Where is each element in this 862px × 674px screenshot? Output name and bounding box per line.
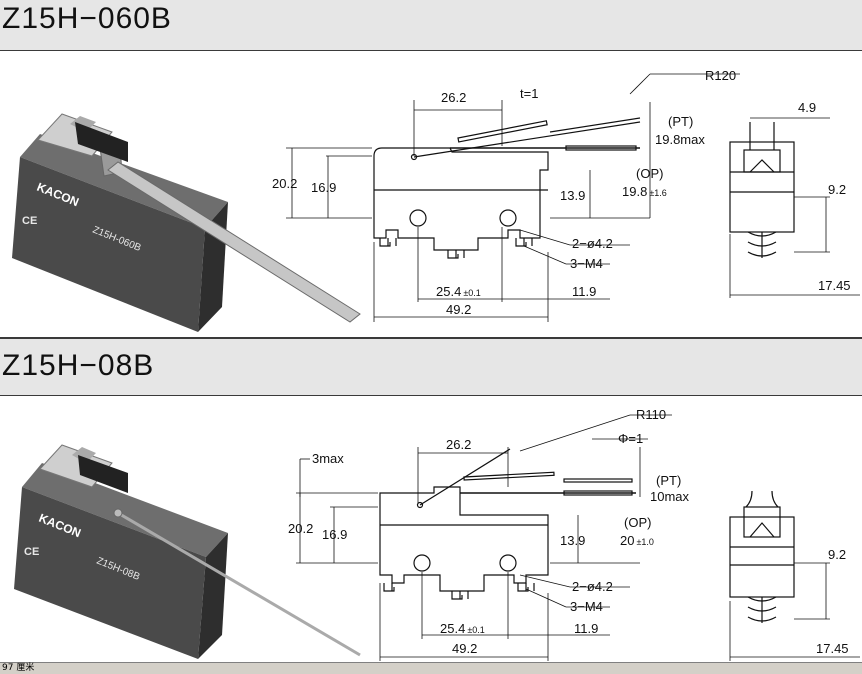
ce-mark: CE [24,546,39,558]
dim-side-height: 9.2 [828,182,846,197]
dim-height-hole: 13.9 [560,533,585,548]
dim-end-distance: 11.9 [572,284,596,299]
dim-height-hole: 13.9 [560,188,585,203]
pt-value: 19.8max [655,132,705,147]
dim-end-distance: 11.9 [574,621,598,636]
dim-height-total: 20.2 [272,176,297,191]
dim-thread-spec: 3−M4 [570,599,603,614]
section-title: Z15H−08B [2,349,155,382]
dim-side-height: 9.2 [828,547,846,562]
dim-depth: 17.45 [818,278,851,293]
side-view [729,490,795,623]
dim-hole-pitch: 25.4±0.1 [436,284,481,299]
front-dimensions [286,73,740,322]
product-photo-z15h-08b: KACON Z15H-08B CE [14,444,361,659]
op-value: 20±1.0 [620,533,654,548]
dim-hole-pitch: 25.4±0.1 [440,621,485,636]
section-header-z15h-060b: Z15H−060B [0,0,862,51]
dim-diameter: Φ=1 [618,431,643,446]
status-text: 97 厘米 [2,663,35,673]
front-view [379,448,636,600]
pt-value: 10max [650,489,690,504]
section-title: Z15H−060B [2,2,172,35]
product-photo-z15h-060b: KACON Z15H-060B CE [12,113,361,332]
dim-height-body: 16.9 [322,527,347,542]
dim-height-total: 20.2 [288,521,313,536]
side-view [729,122,795,258]
section-header-z15h-08b: Z15H−08B [0,337,862,396]
op-label: (OP) [624,515,651,530]
op-label: (OP) [636,166,663,181]
pt-label: (PT) [656,473,681,488]
dim-length: 49.2 [452,641,477,656]
dim-radius: R120 [705,68,736,83]
status-bar: 97 厘米 [0,662,862,674]
dim-length: 49.2 [446,302,471,317]
dim-hole-spec: 2−ø4.2 [572,579,613,594]
dim-depth: 17.45 [816,641,849,656]
dim-height-body: 16.9 [311,180,336,195]
dim-radius: R110 [636,407,666,422]
dim-thread-spec: 3−M4 [570,256,603,271]
dim-hole-spec: 2−ø4.2 [572,236,613,251]
ce-mark: CE [22,215,37,227]
diagram-z15h-08b: KACON Z15H-08B CE [14,407,860,661]
pt-label: (PT) [668,114,693,129]
front-view [373,117,641,259]
dim-side-width: 4.9 [798,100,816,115]
dim-3max: 3max [312,451,344,466]
diagram-z15h-060b: KACON Z15H-060B CE [12,68,860,332]
dim-width-top: 26.2 [446,437,471,452]
op-value: 19.8±1.6 [622,184,667,199]
dim-width-top: 26.2 [441,90,466,105]
dim-thickness: t=1 [520,86,538,101]
